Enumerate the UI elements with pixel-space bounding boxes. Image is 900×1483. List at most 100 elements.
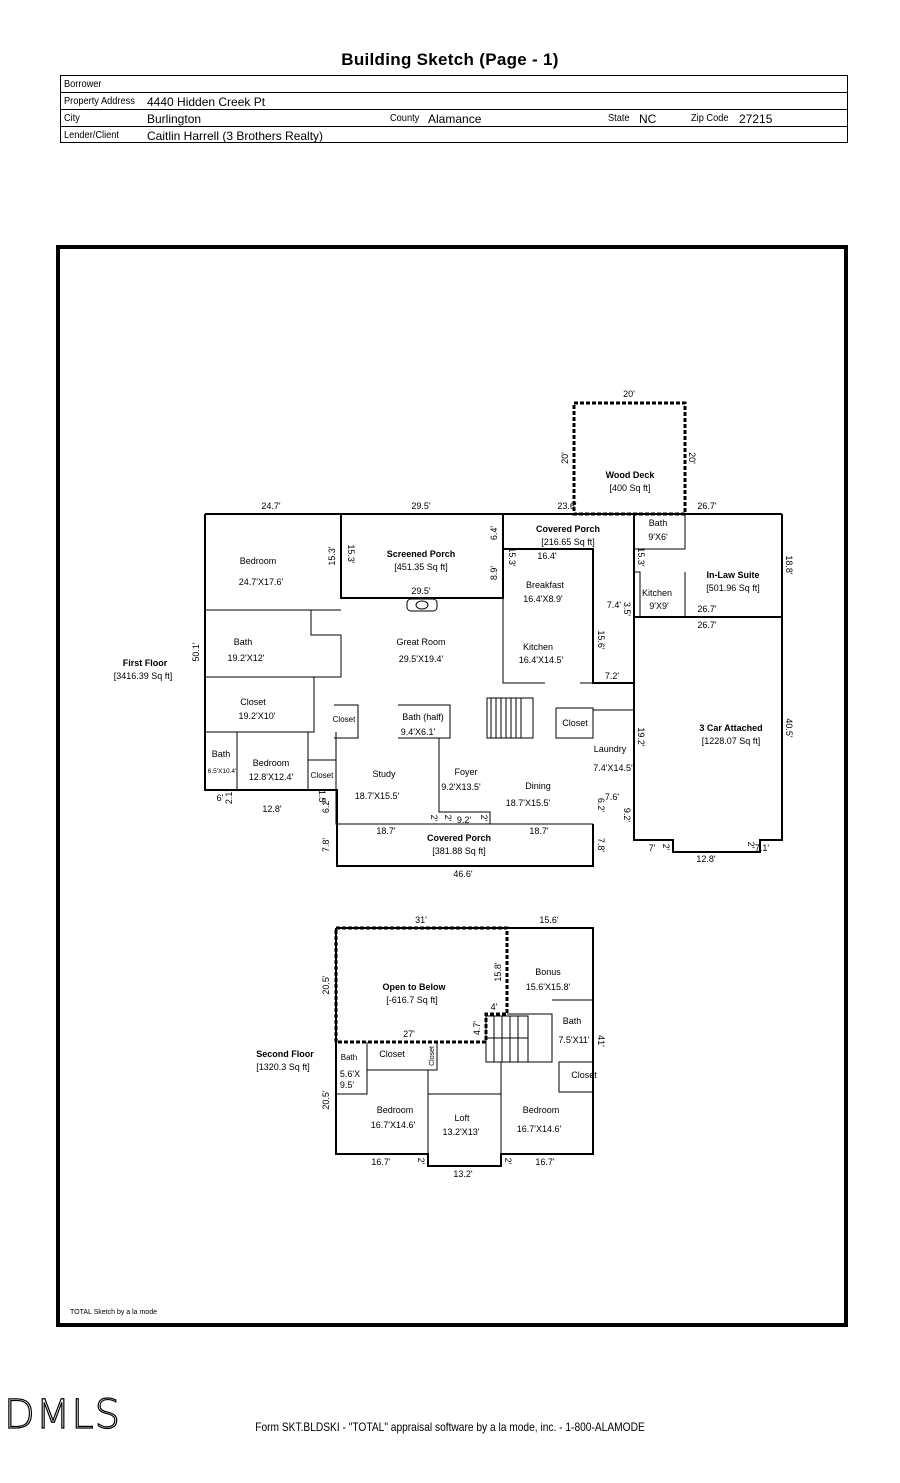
closet-l-label: Closet [379,1049,405,1059]
kitchen2-dim: 9'X9' [649,601,669,611]
dim-bath3-left: 15.3' [636,547,646,567]
dim-cp-bottom: 16.4' [537,551,557,561]
dim-19-2: 19.2' [636,727,646,747]
lender-label: Lender/Client [64,129,119,141]
county-value: Alamance [428,112,482,126]
bonus-label: Bonus [535,967,561,977]
dim-2-c: 2' [479,815,489,822]
dim-3-5: 3.5' [622,602,632,617]
dim-7-8-r: 7.8' [596,838,606,853]
city-label: City [64,112,80,124]
dim-7-1: 7.1' [755,843,770,853]
fireplace-inner [415,600,429,610]
study-wall [335,732,593,825]
borrower-label: Borrower [64,78,102,90]
dim-7-2: 7.2' [605,671,620,681]
dim-27: 27' [403,1029,415,1039]
great-room-closet [334,704,359,739]
dim-2-e: 2' [746,842,756,849]
screened-porch-wall [340,514,504,599]
dim-sp-bottom: 29.5' [411,586,431,596]
half-bath-dim: 9.4'X6.1' [401,727,436,737]
bath-closet-wall [205,610,342,733]
dim-top-3: 23.6' [557,501,577,511]
sketch-frame [56,245,848,1327]
city-value: Burlington [147,112,202,126]
dim-12-8-g: 12.8' [696,854,716,864]
kitchen-west [502,598,545,684]
bath-l-label: Bath [341,1053,357,1062]
dim-2-a: 2' [429,815,439,822]
laundry-label: Laundry [594,744,627,754]
first-floor-title: First Floor [123,658,168,668]
dim-garage-right: 40.5' [784,718,794,738]
bedroom1-label: Bedroom [240,556,277,566]
dim-inlaw-bottom-in: 26.7' [697,604,717,614]
dim-16-7-r: 16.7' [535,1157,555,1167]
dim-9-2-r: 9.2' [622,808,632,823]
stairs-icon [486,697,534,739]
dim-top-2: 29.5' [411,501,431,511]
loft-label: Loft [454,1113,470,1123]
dim-2-b: 2' [443,815,453,822]
bedroom-l-dim: 16.7'X14.6' [371,1120,416,1130]
covered-porch-area: [216.65 Sq ft] [541,537,595,547]
dim-20-5-a: 20.5' [321,975,331,995]
west-south-wall [204,514,594,867]
foyer-label: Foyer [454,767,477,777]
bath-r-label: Bath [563,1016,582,1026]
great-room-label: Great Room [396,637,445,647]
bath1-dim: 19.2'X12' [228,653,265,663]
dim-2-f: 2' [416,1158,426,1165]
dim-20-5-b: 20.5' [321,1090,331,1110]
dim-deck-right: 20' [687,452,697,464]
laundry-dim: 7.4'X14.5' [593,763,633,773]
bath3-wall [634,514,686,550]
bath2-label: Bath [212,749,231,759]
kitchen-label: Kitchen [523,642,553,652]
open-to-below-label: Open to Below [383,982,447,992]
first-floor-area: [3416.39 Sq ft] [114,671,173,681]
dim-7-6: 7.6' [605,792,620,802]
garage-area: [1228.07 Sq ft] [702,736,761,746]
closet1-label: Closet [240,697,266,707]
dim-garage-top: 26.7' [697,620,717,630]
zip-value: 27215 [739,112,773,126]
breakfast-label: Breakfast [526,580,565,590]
bedroom2-label: Bedroom [253,758,290,768]
address-row: Property Address 4440 Hidden Creek Pt [61,93,847,110]
garage-wall [633,514,783,853]
foyer-dim: 9.2'X13.5' [441,782,481,792]
dim-top-4: 26.7' [697,501,717,511]
second-floor-title: Second Floor [256,1049,314,1059]
dim-4: 4' [491,1002,498,1012]
screened-porch-label: Screened Porch [387,549,456,559]
loft-walls [428,1093,502,1154]
dining-label: Dining [525,781,551,791]
kitchen2-label: Kitchen [642,588,672,598]
dim-bf-left-in: 15.3' [507,547,517,567]
dim-sp-left-in: 15.3' [346,544,356,564]
screened-porch-area: [451.35 Sq ft] [394,562,448,572]
breakfast-dim: 16.4'X8.9' [523,594,563,604]
dim-9-2: 9.2' [457,815,472,825]
bath1-label: Bath [234,637,253,647]
sketch-footnote: TOTAL Sketch by a la mode [70,1309,158,1316]
closet-small-label: Closet [311,771,334,780]
dim-2-g: 2' [503,1158,513,1165]
dim-4-7: 4.7' [472,1021,482,1036]
dim-6-2-l: 6.2' [321,799,331,814]
lender-row: Lender/Client Caitlin Harrell (3 Brother… [61,127,847,144]
first-floor-walls [204,401,783,867]
inlaw-label: In-Law Suite [706,570,759,580]
dim-cp-left: 6.4' [489,526,499,541]
header-table: Borrower Property Address 4440 Hidden Cr… [60,75,848,143]
open-to-below-outline [334,926,509,1044]
dim-7-a: 7' [649,843,656,853]
dim-18-7-l: 18.7' [376,826,396,836]
open-to-below-area: [-616.7 Sq ft] [386,995,438,1005]
front-porch-area: [381.88 Sq ft] [432,846,486,856]
county-label: County [390,112,420,124]
bedroom1-dim: 24.7'X17.6' [239,577,284,587]
